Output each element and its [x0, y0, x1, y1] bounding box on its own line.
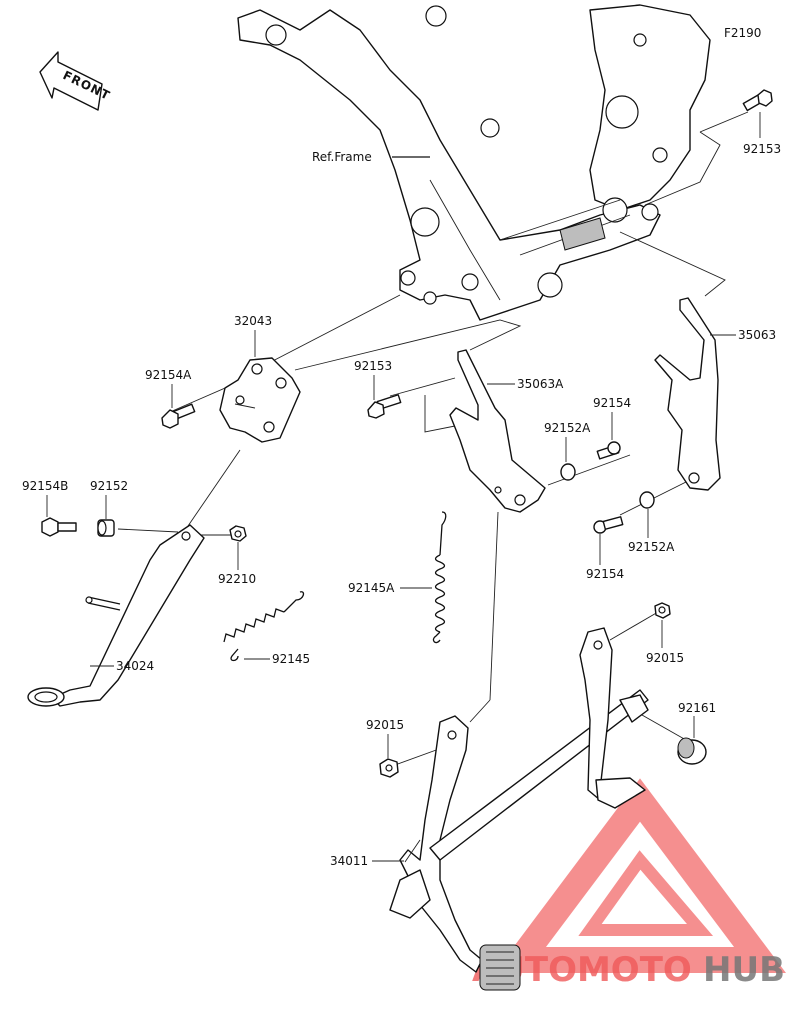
center-stand-34011 [389, 627, 649, 991]
label-35063A: 35063A [517, 377, 564, 391]
bolt-92153-top [742, 89, 773, 112]
label-34011: 34011 [330, 854, 368, 868]
ref-frame-label: Ref.Frame [312, 150, 372, 164]
bracket-35063 [654, 297, 721, 491]
label-34024: 34024 [116, 659, 154, 673]
side-stand-34024 [27, 524, 205, 707]
frame-reference: Ref.Frame [237, 4, 711, 321]
label-92210: 92210 [218, 572, 256, 586]
stopper-92161 [677, 737, 707, 765]
spring-92145A [432, 511, 447, 644]
label-92152A-bottom: 92152A [628, 540, 675, 554]
spring-92145 [223, 591, 305, 662]
bolt-92154-bottom [593, 516, 624, 534]
label-92152A-top: 92152A [544, 421, 591, 435]
diagram-code: F2190 [724, 26, 761, 40]
bolt-92153-mid [367, 394, 402, 419]
watermark-brand-right: HUB [703, 950, 785, 990]
bolt-92154B [41, 517, 77, 537]
label-92153-top: 92153 [743, 142, 781, 156]
label-92015-left: 92015 [366, 718, 404, 732]
part-labels: 92153 35063 32043 92154A 92153 35063A 92… [22, 112, 781, 868]
bolt-92154A [161, 403, 196, 429]
nut-92015-left [379, 758, 399, 778]
label-92154A: 92154A [145, 368, 192, 382]
label-92154B: 92154B [22, 479, 68, 493]
label-32043: 32043 [234, 314, 272, 328]
label-92153-mid: 92153 [354, 359, 392, 373]
nut-92015-right [654, 602, 671, 619]
label-92015-right: 92015 [646, 651, 684, 665]
label-92145: 92145 [272, 652, 310, 666]
label-92145A: 92145A [348, 581, 395, 595]
bushing-92152A-bottom [639, 491, 655, 509]
bracket-32043 [219, 357, 301, 443]
label-92154-bottom: 92154 [586, 567, 624, 581]
label-92161: 92161 [678, 701, 716, 715]
bushing-92152A-top [560, 463, 576, 481]
label-92152: 92152 [90, 479, 128, 493]
bracket-35063A [449, 349, 546, 513]
bolt-92154-top [596, 441, 621, 460]
leader-lines [117, 111, 749, 766]
front-arrow-icon: FRONT [39, 51, 113, 111]
nut-92210 [229, 525, 247, 542]
bushing-92152 [97, 519, 115, 537]
label-35063: 35063 [738, 328, 776, 342]
label-92154-top: 92154 [593, 396, 631, 410]
